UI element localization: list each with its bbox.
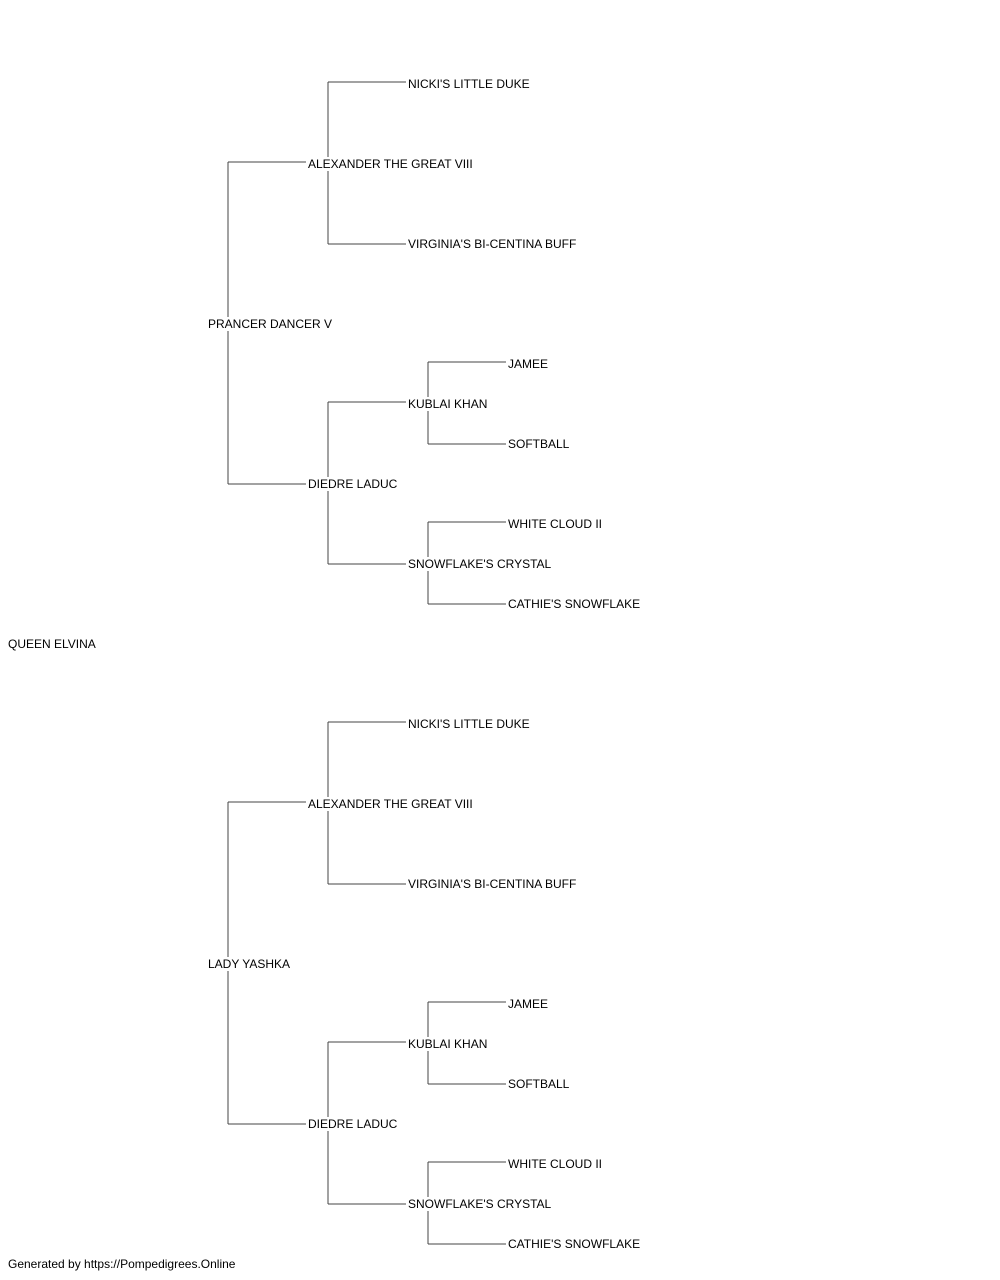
sire-dam-dam-name: SNOWFLAKE'S CRYSTAL xyxy=(408,557,553,571)
dam-dam-dam-sire-name: WHITE CLOUD II xyxy=(508,1157,604,1171)
dam-dam-sire-sire-name: JAMEE xyxy=(508,997,550,1011)
dam-name: LADY YASHKA xyxy=(208,957,292,971)
sire-dam-sire-name: KUBLAI KHAN xyxy=(408,397,489,411)
dam-sire-name: ALEXANDER THE GREAT VIII xyxy=(308,797,474,811)
dam-dam-dam-name: SNOWFLAKE'S CRYSTAL xyxy=(408,1197,553,1211)
sire-dam-dam-dam-name: CATHIE'S SNOWFLAKE xyxy=(508,597,642,611)
sire-name: PRANCER DANCER V xyxy=(208,317,334,331)
dam-dam-name: DIEDRE LADUC xyxy=(308,1117,399,1131)
dam-sire-dam-name: VIRGINIA'S BI-CENTINA BUFF xyxy=(408,877,578,891)
dam-dam-sire-name: KUBLAI KHAN xyxy=(408,1037,489,1051)
dam-sire-sire-name: NICKI'S LITTLE DUKE xyxy=(408,717,531,731)
dam-dam-dam-dam-name: CATHIE'S SNOWFLAKE xyxy=(508,1237,642,1251)
subject-name: QUEEN ELVINA xyxy=(8,637,97,651)
sire-dam-sire-sire-name: JAMEE xyxy=(508,357,550,371)
generated-by-footer: Generated by https://Pompedigrees.Online xyxy=(8,1257,236,1271)
sire-sire-dam-name: VIRGINIA'S BI-CENTINA BUFF xyxy=(408,237,578,251)
sire-sire-sire-name: NICKI'S LITTLE DUKE xyxy=(408,77,531,91)
sire-dam-name: DIEDRE LADUC xyxy=(308,477,399,491)
sire-dam-dam-sire-name: WHITE CLOUD II xyxy=(508,517,604,531)
dam-dam-sire-dam-name: SOFTBALL xyxy=(508,1077,571,1091)
sire-sire-name: ALEXANDER THE GREAT VIII xyxy=(308,157,474,171)
sire-dam-sire-dam-name: SOFTBALL xyxy=(508,437,571,451)
